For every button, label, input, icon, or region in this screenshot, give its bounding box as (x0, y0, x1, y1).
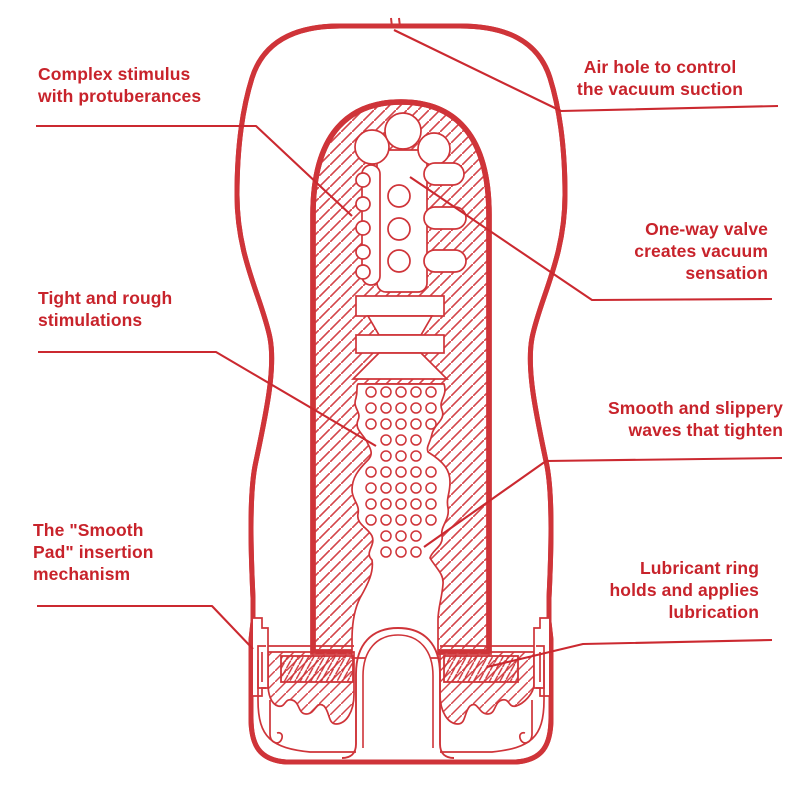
leader-lines (36, 29, 783, 669)
rough-stimulation-dots (365, 386, 437, 558)
label-lubricant-ring: Lubricant ring holds and applies lubrica… (609, 558, 759, 622)
label-air-hole: Air hole to control the vacuum suction (576, 57, 744, 99)
label-tight-rough: Tight and rough stimulations (38, 288, 173, 330)
leader-complex-stimulus (36, 124, 353, 217)
leader-lubricant-ring (486, 638, 773, 669)
latch-right (533, 617, 549, 697)
stimulation-channel (351, 383, 451, 659)
lubricant-ring-left (280, 655, 354, 683)
leader-air-hole (393, 29, 779, 113)
one-way-valve-discs (350, 295, 450, 385)
leader-one-way-valve (409, 176, 773, 302)
outer-cup-body (234, 23, 568, 765)
base-inner-contours (257, 660, 545, 753)
leader-tight-rough (38, 350, 377, 447)
insertion-entry-dome (341, 627, 455, 759)
label-complex-stimulus: Complex stimulus with protuberances (38, 64, 202, 106)
leader-smooth-pad (37, 604, 254, 650)
lubricant-ring-right (443, 655, 519, 683)
air-hole-icon (390, 17, 401, 28)
leader-smooth-waves (423, 456, 783, 548)
label-smooth-pad: The "Smooth Pad" insertion mechanism (33, 520, 154, 584)
complex-stimulus-cavity (354, 112, 467, 293)
latch-left (253, 617, 269, 697)
label-one-way-valve: One-way valve creates vacuum sensation (634, 219, 768, 283)
label-smooth-waves: Smooth and slippery waves that tighten (608, 398, 783, 440)
